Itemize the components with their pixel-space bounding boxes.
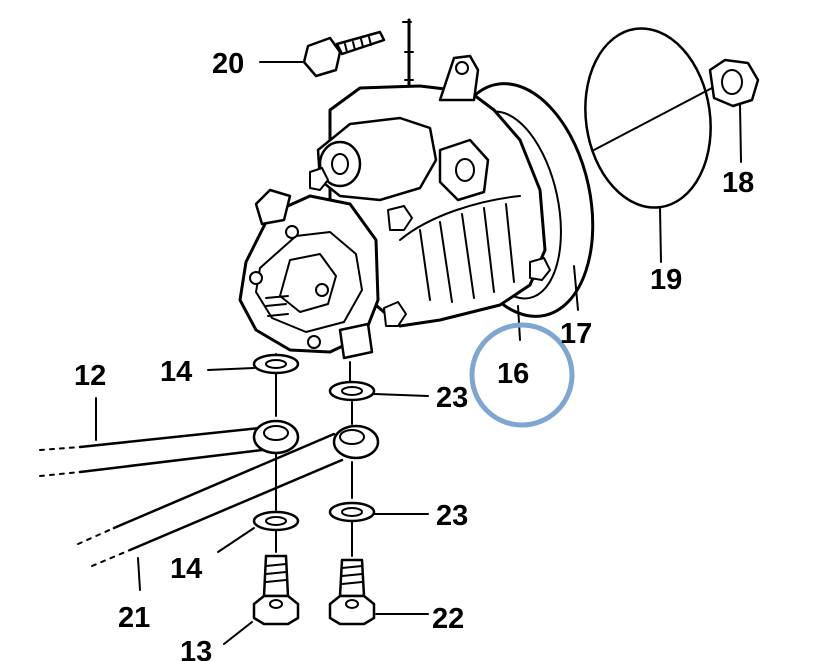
- callout-22[interactable]: 22: [432, 603, 464, 635]
- callout-20[interactable]: 20: [212, 48, 244, 80]
- hose-21: [77, 424, 380, 591]
- sealing-washers: [207, 353, 429, 553]
- callout-19[interactable]: 19: [650, 264, 682, 296]
- callout-16[interactable]: 16: [497, 358, 529, 390]
- callout-13[interactable]: 13: [180, 636, 212, 661]
- o-ring-19: [584, 27, 712, 263]
- hose-12: [39, 397, 300, 477]
- callout-21[interactable]: 21: [118, 602, 150, 634]
- callout-12[interactable]: 12: [74, 360, 106, 392]
- power-steering-pump: [238, 54, 551, 360]
- callout-23-upper[interactable]: 23: [436, 382, 468, 414]
- banjo-bolt-22: [328, 558, 429, 626]
- banjo-bolt-13: [223, 554, 300, 645]
- callout-18[interactable]: 18: [722, 167, 754, 199]
- callout-14-lower[interactable]: 14: [170, 553, 202, 585]
- nut-18: [593, 58, 760, 163]
- callout-14-upper[interactable]: 14: [160, 356, 192, 388]
- highlight-circle: [469, 322, 575, 428]
- bolt-20: [259, 18, 415, 88]
- callout-17[interactable]: 17: [560, 318, 592, 350]
- callout-23-lower[interactable]: 23: [436, 500, 468, 532]
